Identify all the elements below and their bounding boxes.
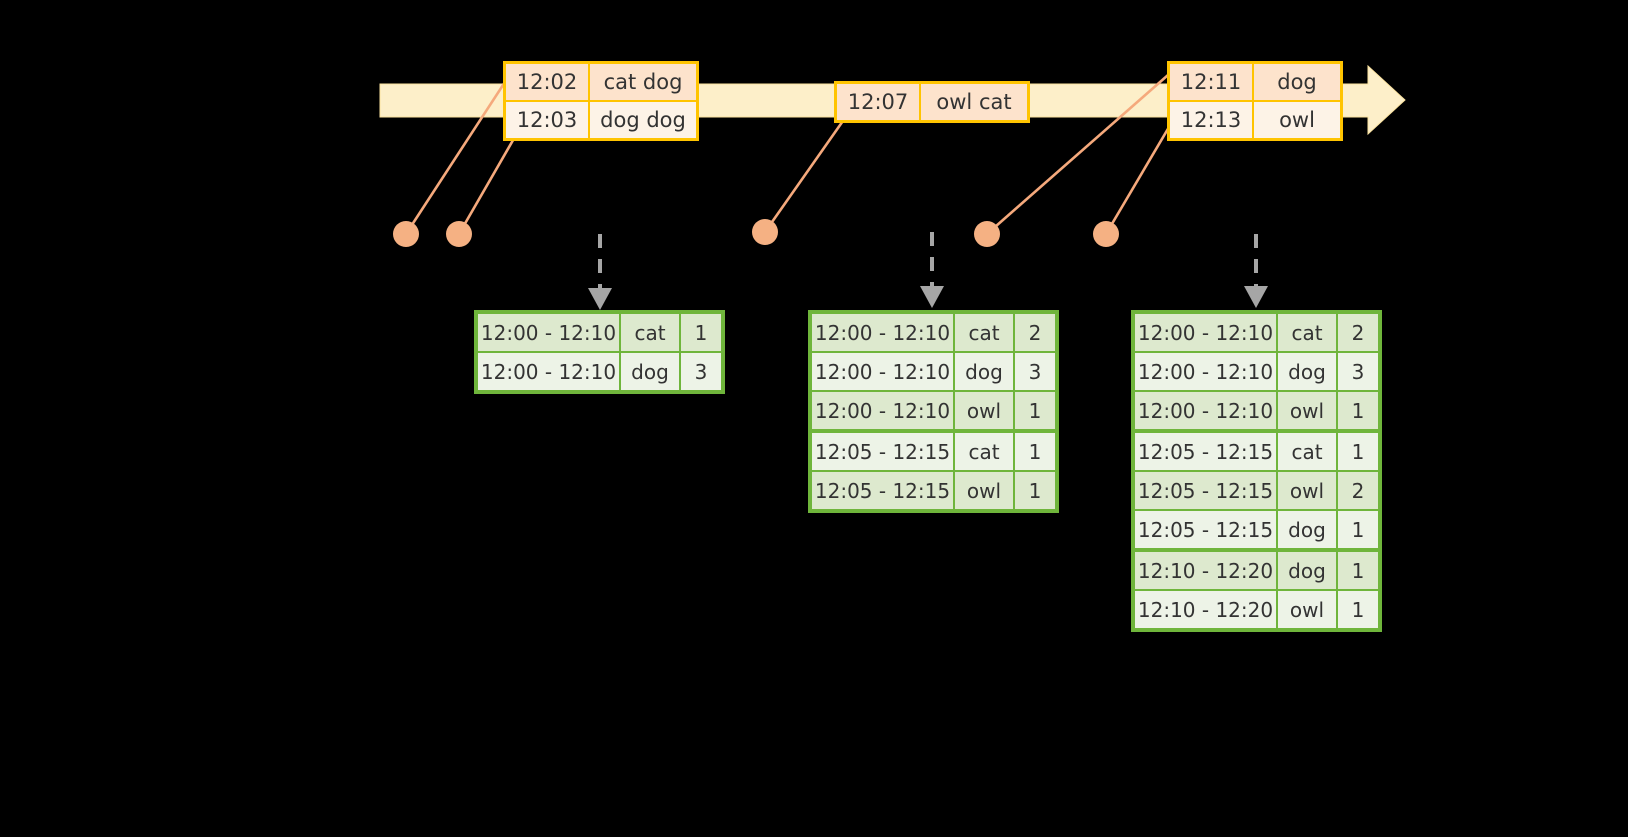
event-row: 12:03 dog dog xyxy=(506,100,696,138)
leader-line-5 xyxy=(1104,121,1174,235)
event-time: 12:11 xyxy=(1170,64,1254,100)
event-group-2: 12:07 owl cat xyxy=(834,81,1030,123)
cell-key: dog xyxy=(1278,511,1338,548)
cell-window: 12:00 - 12:10 xyxy=(812,314,955,351)
cell-key: cat xyxy=(1278,314,1338,351)
cell-key: cat xyxy=(955,433,1015,470)
cell-window: 12:00 - 12:10 xyxy=(478,353,621,390)
event-value: dog xyxy=(1254,64,1340,100)
event-row: 12:02 cat dog xyxy=(506,64,696,100)
event-value: cat dog xyxy=(590,64,696,100)
cell-key: owl xyxy=(1278,591,1338,628)
cell-key: cat xyxy=(955,314,1015,351)
cell-key: dog xyxy=(621,353,681,390)
cell-key: owl xyxy=(955,392,1015,429)
cell-count: 2 xyxy=(1015,314,1055,351)
cell-window: 12:00 - 12:10 xyxy=(478,314,621,351)
emit-arrow-2 xyxy=(920,232,944,308)
cell-key: dog xyxy=(1278,353,1338,390)
cell-count: 3 xyxy=(681,353,721,390)
event-value: owl cat xyxy=(921,84,1027,120)
event-group-1: 12:02 cat dog 12:03 dog dog xyxy=(503,61,699,141)
leader-line-3 xyxy=(763,117,847,233)
emit-arrow-1 xyxy=(588,234,612,310)
event-row: 12:13 owl xyxy=(1170,100,1340,138)
cell-window: 12:05 - 12:15 xyxy=(1135,433,1278,470)
cell-window: 12:00 - 12:10 xyxy=(1135,392,1278,429)
cell-window: 12:10 - 12:20 xyxy=(1135,591,1278,628)
cell-count: 1 xyxy=(1015,472,1055,509)
cell-window: 12:00 - 12:10 xyxy=(812,353,955,390)
event-dots xyxy=(393,219,1119,247)
cell-count: 1 xyxy=(1338,552,1378,589)
event-group-3: 12:11 dog 12:13 owl xyxy=(1167,61,1343,141)
event-row: 12:07 owl cat xyxy=(837,84,1027,120)
event-dot-1 xyxy=(393,221,419,247)
cell-window: 12:00 - 12:10 xyxy=(812,392,955,429)
leader-line-2 xyxy=(457,127,522,235)
cell-window: 12:00 - 12:10 xyxy=(1135,314,1278,351)
cell-count: 1 xyxy=(1338,591,1378,628)
event-row: 12:11 dog xyxy=(1170,64,1340,100)
event-dot-4 xyxy=(974,221,1000,247)
emit-arrow-3 xyxy=(1244,234,1268,308)
cell-window: 12:05 - 12:15 xyxy=(812,472,955,509)
leader-line-1 xyxy=(404,61,520,235)
cell-count: 1 xyxy=(1338,392,1378,429)
cell-count: 1 xyxy=(1015,392,1055,429)
event-time: 12:02 xyxy=(506,64,590,100)
cell-window: 12:05 - 12:15 xyxy=(1135,472,1278,509)
emit-arrows xyxy=(588,232,1268,310)
cell-window: 12:05 - 12:15 xyxy=(812,433,955,470)
event-value: owl xyxy=(1254,102,1340,138)
cell-key: owl xyxy=(955,472,1015,509)
cell-count: 2 xyxy=(1338,472,1378,509)
event-value: dog dog xyxy=(590,102,696,138)
event-time: 12:13 xyxy=(1170,102,1254,138)
cell-count: 1 xyxy=(1338,511,1378,548)
cell-count: 3 xyxy=(1338,353,1378,390)
cell-key: cat xyxy=(1278,433,1338,470)
cell-count: 1 xyxy=(1015,433,1055,470)
event-time: 12:07 xyxy=(837,84,921,120)
cell-key: dog xyxy=(1278,552,1338,589)
cell-window: 12:05 - 12:15 xyxy=(1135,511,1278,548)
cell-key: cat xyxy=(621,314,681,351)
event-dot-3 xyxy=(752,219,778,245)
cell-key: owl xyxy=(1278,472,1338,509)
event-dot-2 xyxy=(446,221,472,247)
cell-count: 1 xyxy=(1338,433,1378,470)
cell-count: 2 xyxy=(1338,314,1378,351)
cell-count: 3 xyxy=(1015,353,1055,390)
cell-key: dog xyxy=(955,353,1015,390)
cell-count: 1 xyxy=(681,314,721,351)
cell-window: 12:00 - 12:10 xyxy=(1135,353,1278,390)
event-time: 12:03 xyxy=(506,102,590,138)
event-dot-5 xyxy=(1093,221,1119,247)
cell-window: 12:10 - 12:20 xyxy=(1135,552,1278,589)
cell-key: owl xyxy=(1278,392,1338,429)
